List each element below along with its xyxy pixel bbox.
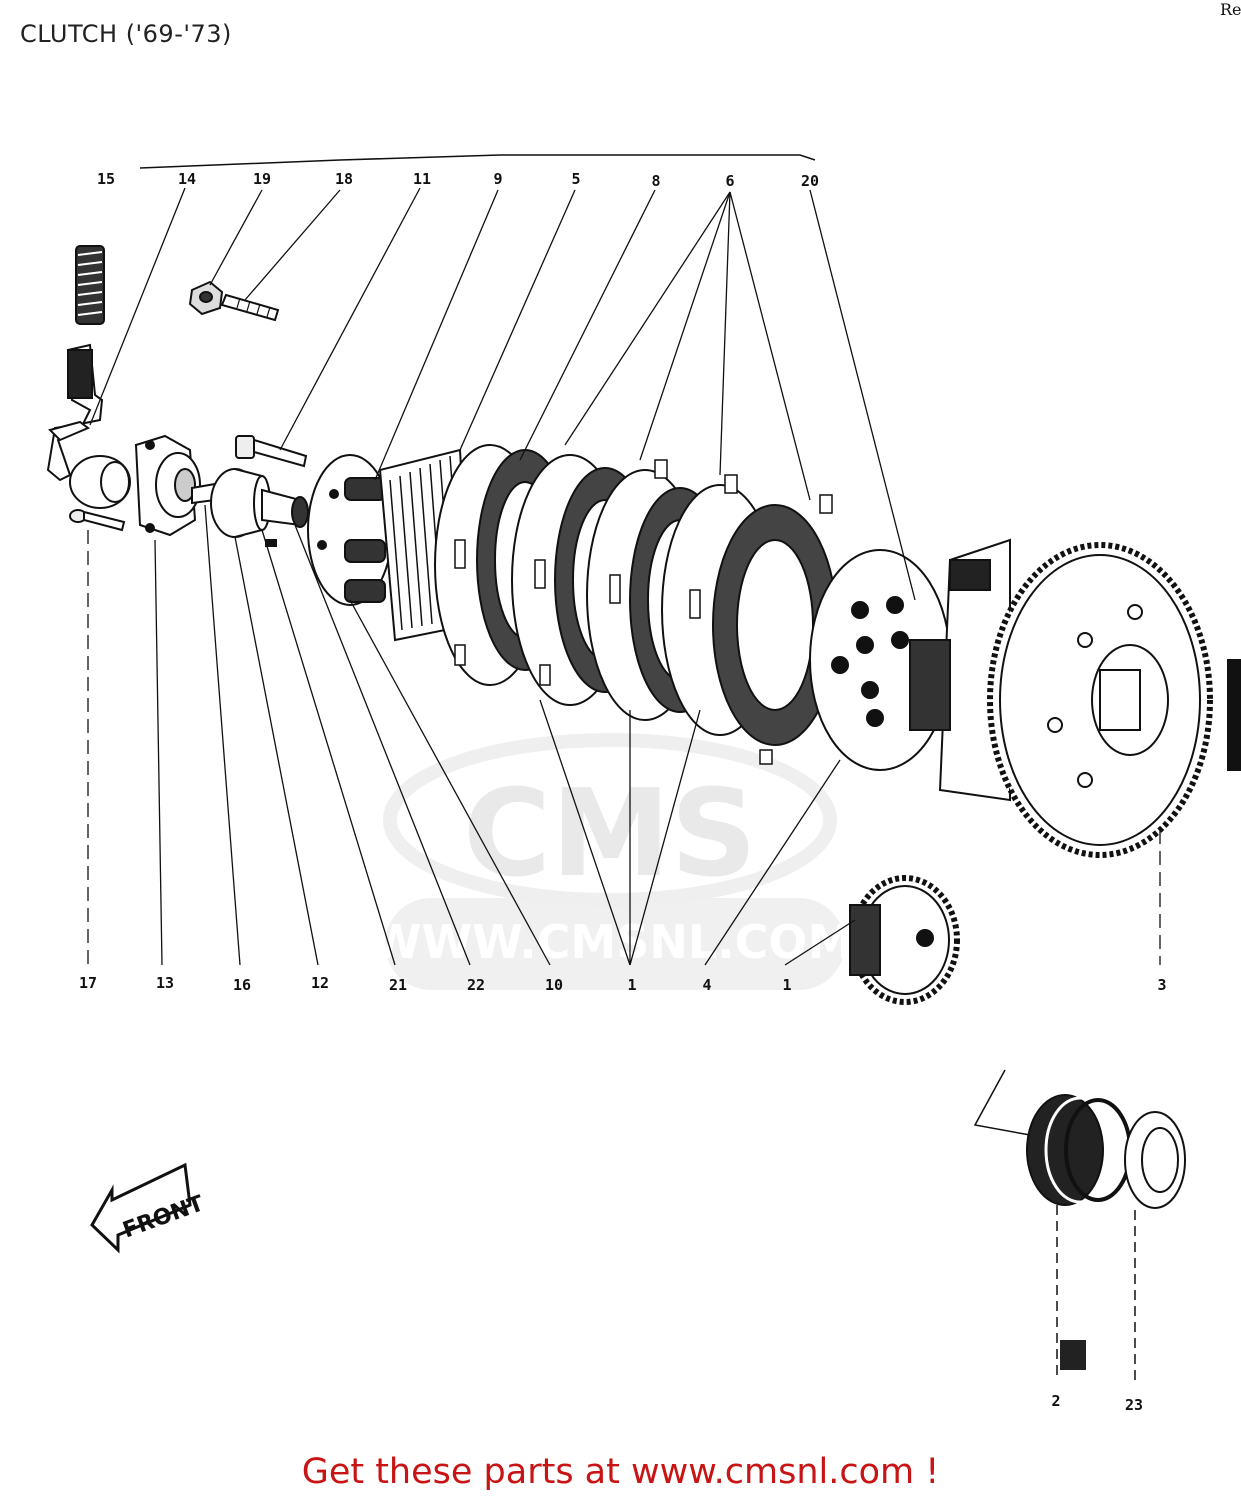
- spring-15: [75, 245, 105, 325]
- callout-15: 15: [97, 170, 115, 188]
- watermark-url: WWW.CMSNL.COM: [371, 915, 854, 969]
- screw-17: [69, 509, 126, 532]
- callout-21: 21: [389, 976, 407, 994]
- callout-19: 19: [253, 170, 271, 188]
- callout-23: 23: [1125, 1396, 1143, 1414]
- callout-4: 4: [702, 976, 711, 994]
- callout-5: 5: [571, 170, 580, 188]
- release-lever-14: [46, 343, 131, 509]
- callout-8: 8: [651, 172, 660, 190]
- page-title: CLUTCH ('69-'73): [20, 20, 232, 48]
- detail-washer-23: [1124, 1111, 1186, 1209]
- callout-12: 12: [311, 974, 329, 992]
- watermark-brand: CMS: [463, 765, 757, 904]
- clutch-plates: [434, 444, 838, 746]
- callout-20: 20: [801, 172, 819, 190]
- detail-callouts: 2 23: [1051, 1392, 1143, 1414]
- callout-11: 11: [413, 170, 431, 188]
- callout-14: 14: [178, 170, 196, 188]
- top-bracket: [139, 154, 816, 169]
- detail-spring-2: [1026, 1094, 1132, 1206]
- detail-leader: [973, 1069, 1136, 1380]
- bottom-callouts: 17 13 16 12 21 22 10 1 4 1 3: [79, 974, 1167, 994]
- callout-6: 6: [725, 172, 734, 190]
- housing-13: [134, 434, 201, 537]
- footer-link-text[interactable]: Get these parts at www.cmsnl.com !: [301, 1452, 940, 1492]
- corner-text: Re: [1220, 0, 1241, 19]
- leader-lines: [87, 187, 1161, 966]
- callout-1b: 1: [782, 976, 791, 994]
- callout-13: 13: [156, 974, 174, 992]
- callout-17: 17: [79, 974, 97, 992]
- plate-tabs: [454, 459, 833, 765]
- cms-watermark: CMS WWW.CMSNL.COM: [371, 733, 854, 990]
- callout-2: 2: [1051, 1392, 1060, 1410]
- pressure-plate-9: [307, 454, 393, 606]
- callout-1a: 1: [627, 976, 636, 994]
- callout-9: 9: [493, 170, 502, 188]
- callout-10: 10: [545, 976, 563, 994]
- nut-19: [188, 280, 224, 316]
- top-callouts: 15 14 19 18 11 9 5 8 6 20: [97, 170, 819, 190]
- gear-1: [849, 875, 960, 1005]
- callout-3: 3: [1157, 976, 1166, 994]
- front-arrow: FRONT: [90, 1162, 207, 1254]
- screw-11: [235, 435, 308, 468]
- clutch-housing-3: [909, 538, 1241, 858]
- callout-18: 18: [335, 170, 353, 188]
- pushrod-assembly: [191, 468, 309, 547]
- bolt-18: [220, 293, 280, 322]
- callout-22: 22: [467, 976, 485, 994]
- callout-16: 16: [233, 976, 251, 994]
